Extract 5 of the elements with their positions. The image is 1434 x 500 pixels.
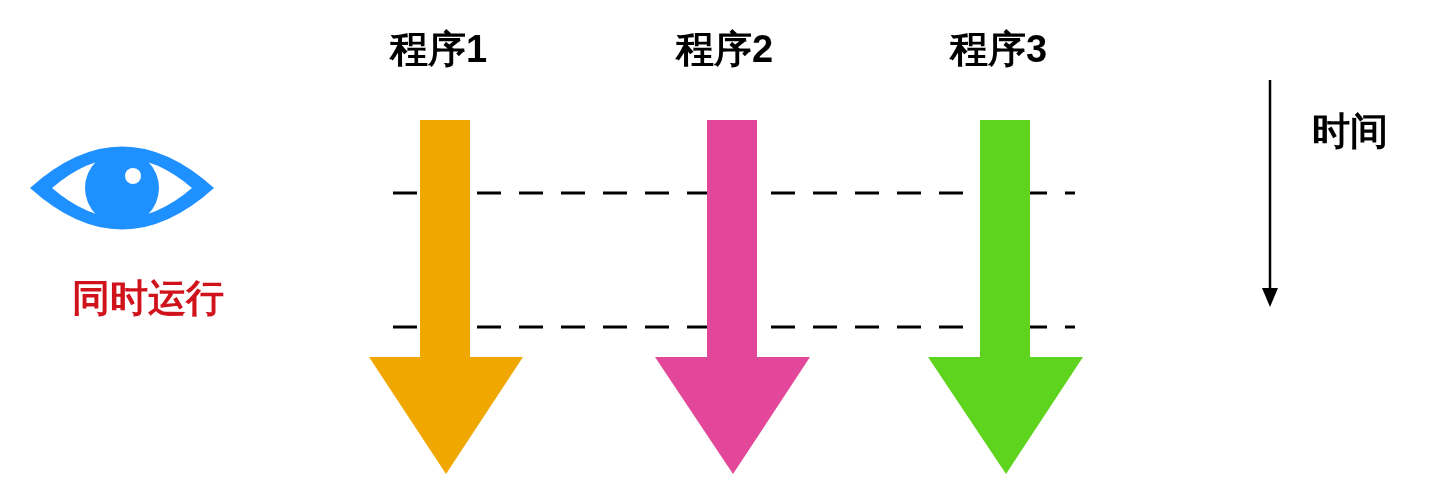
axis-label: 时间 bbox=[1312, 112, 1388, 150]
heading-text: 程序1 bbox=[390, 30, 488, 68]
caption-text: 同时运行 bbox=[72, 279, 224, 317]
heading-text: 程序3 bbox=[950, 30, 1048, 68]
heading-text: 程序2 bbox=[676, 30, 774, 68]
